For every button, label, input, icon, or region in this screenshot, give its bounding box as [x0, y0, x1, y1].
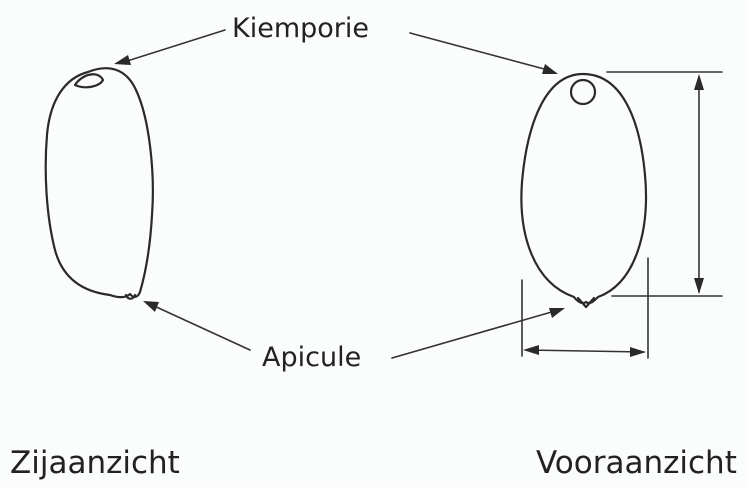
apiculus-label: Apicule [262, 342, 361, 373]
front-view-seed-outline [520, 72, 648, 305]
micropyle-leader-right [409, 32, 549, 71]
apiculus-callout: Apicule [143, 301, 565, 373]
width-dimension-line [525, 349, 645, 353]
front-view-seed [520, 72, 648, 309]
apiculus-arrow-right [549, 308, 565, 318]
front-view-apiculus [576, 296, 596, 309]
width-dimension [521, 257, 649, 359]
width-arrow-right [630, 347, 646, 357]
side-view-apiculus [124, 293, 137, 300]
front-view-micropyle [569, 78, 597, 106]
side-view-seed-outline [44, 67, 154, 299]
width-arrow-left [523, 345, 539, 355]
side-view-seed [44, 67, 154, 300]
micropyle-leader-left [123, 29, 226, 63]
micropyle-label: Kiemporie [232, 13, 369, 44]
side-view-caption: Zijaanzicht [10, 445, 180, 481]
micropyle-arrow-right [542, 64, 558, 74]
length-dimension [606, 71, 723, 297]
apiculus-arrow-left [143, 301, 159, 312]
apiculus-leader-right [391, 310, 556, 359]
micropyle-arrow-left [114, 55, 131, 65]
side-view-micropyle [73, 73, 105, 89]
length-arrow-top [694, 74, 704, 90]
length-arrow-bottom [694, 278, 704, 294]
front-view-caption: Vooraanzicht [536, 445, 737, 481]
apiculus-leader-left [151, 304, 251, 351]
micropyle-callout: Kiemporie [114, 13, 558, 74]
